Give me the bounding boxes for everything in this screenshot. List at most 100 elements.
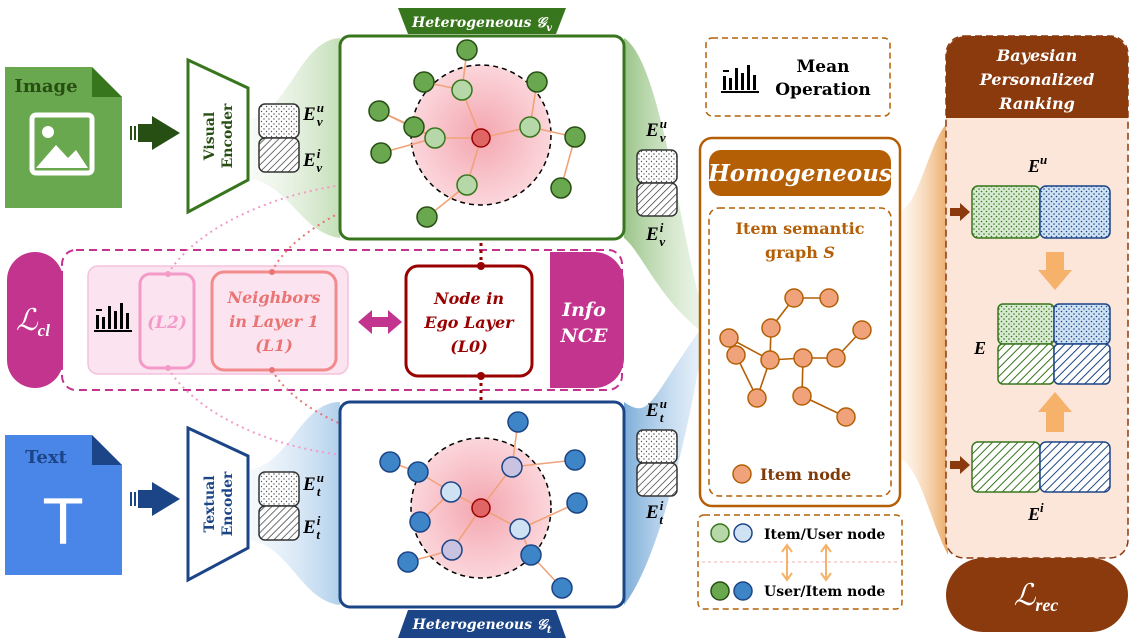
user-item-legend: User/Item node <box>764 584 885 600</box>
graph-node <box>819 288 839 308</box>
graph-node <box>456 174 478 196</box>
semantic-graph-line2: graph S <box>765 243 835 262</box>
rec-loss-label: ℒrec <box>1014 579 1059 615</box>
graph-node <box>441 539 463 561</box>
graph-node <box>564 449 586 471</box>
graph-node <box>747 388 767 408</box>
heterogeneous-v-tab <box>398 8 566 34</box>
graph-node <box>564 126 586 148</box>
legend-arrows <box>781 543 832 582</box>
bpr-line2: Personalized <box>979 70 1095 89</box>
semantic-graph-network <box>719 288 872 427</box>
cl-bar-chart-icon <box>94 303 132 332</box>
text-file-icon <box>5 435 122 575</box>
graph-node <box>407 461 429 483</box>
graph-node <box>760 350 780 370</box>
cl-loss-badge <box>7 252 63 388</box>
image-label: Image <box>14 76 77 97</box>
bpr-E-block <box>997 303 1111 385</box>
graph-node <box>793 348 813 368</box>
graph-v-embedding-block <box>636 149 678 217</box>
graph-node <box>519 116 541 138</box>
graph-node <box>397 551 419 573</box>
graph-node <box>719 328 739 348</box>
bpr-Ei-label: Ei <box>1027 500 1044 524</box>
graph-node <box>416 206 438 228</box>
visual-encoder-line1: Visual <box>202 112 218 161</box>
graph-node <box>409 511 431 533</box>
graph-node <box>440 481 462 503</box>
textual-encoder-line2: Encoder <box>220 471 236 536</box>
textual-embedding-block <box>258 471 300 541</box>
cl-panel <box>61 249 623 391</box>
graph-node <box>471 498 491 518</box>
graph-node <box>836 407 856 427</box>
graph-node <box>471 128 491 148</box>
textual-encoder <box>186 425 250 583</box>
graph-node <box>520 544 542 566</box>
bpr-input-arrows <box>950 203 970 474</box>
graph-node <box>726 345 746 365</box>
graph-node <box>826 348 846 368</box>
mean-line2: Operation <box>775 80 871 100</box>
homogeneous-to-bpr-flow <box>902 122 948 555</box>
image-file-icon <box>5 67 122 208</box>
neighbors-line1: Neighbors <box>227 288 321 307</box>
infonce-badge <box>550 252 624 388</box>
neighbors-line2: in Layer 1 <box>229 312 319 331</box>
graph-node <box>551 577 573 599</box>
graph-node <box>424 127 446 149</box>
cl-loss-label: ℒcl <box>16 304 50 340</box>
ego-line2: Ego Layer <box>423 313 515 332</box>
homogeneous-title-bar <box>709 150 891 196</box>
text-arrow <box>130 482 180 516</box>
ego-line3: (L0) <box>450 337 488 356</box>
item-node-legend-label: Item node <box>760 465 851 484</box>
graph-node <box>368 100 390 122</box>
graph-node <box>852 320 872 340</box>
text-label: Text <box>25 447 68 468</box>
graph-node <box>379 451 401 473</box>
graph-node <box>370 142 392 164</box>
graph-node <box>413 71 435 93</box>
graph-node <box>792 386 812 406</box>
bpr-Ei-block <box>971 441 1111 493</box>
bpr-Eu-label: Eu <box>1027 152 1047 176</box>
image-arrow <box>130 116 180 150</box>
graph-node <box>550 177 572 199</box>
graph-t-network <box>379 411 588 599</box>
graph-node <box>526 71 548 93</box>
graph-node <box>501 456 523 478</box>
graph-node <box>784 288 804 308</box>
homogeneous-title: Homogeneous <box>707 160 892 187</box>
graph-node <box>761 318 781 338</box>
textual-encoder-line1: Textual <box>202 475 218 532</box>
infonce-line1: Info <box>561 299 606 321</box>
ego-layer-box <box>404 264 534 378</box>
bpr-line3: Ranking <box>998 94 1075 113</box>
graph-t-embedding-block <box>636 429 678 497</box>
bpr-Eu-block <box>971 185 1111 239</box>
neighbors-line3: (L1) <box>255 336 293 355</box>
item-user-blue-icon <box>733 523 753 543</box>
graph-node <box>509 518 531 540</box>
heterogeneous-v-label: Heterogeneous 𝒢v <box>411 15 552 34</box>
mean-bar-chart-icon <box>721 65 759 93</box>
bpr-E-label: E <box>973 338 986 358</box>
visual-encoder <box>186 57 250 215</box>
text-glyph: T <box>43 486 83 559</box>
graph-node <box>451 79 473 101</box>
contrast-arrow <box>358 310 402 334</box>
item-node-legend-icon <box>732 464 752 484</box>
mean-line1: Mean <box>796 57 849 77</box>
rec-loss-badge <box>946 558 1128 632</box>
user-item-blue-icon <box>733 581 753 601</box>
